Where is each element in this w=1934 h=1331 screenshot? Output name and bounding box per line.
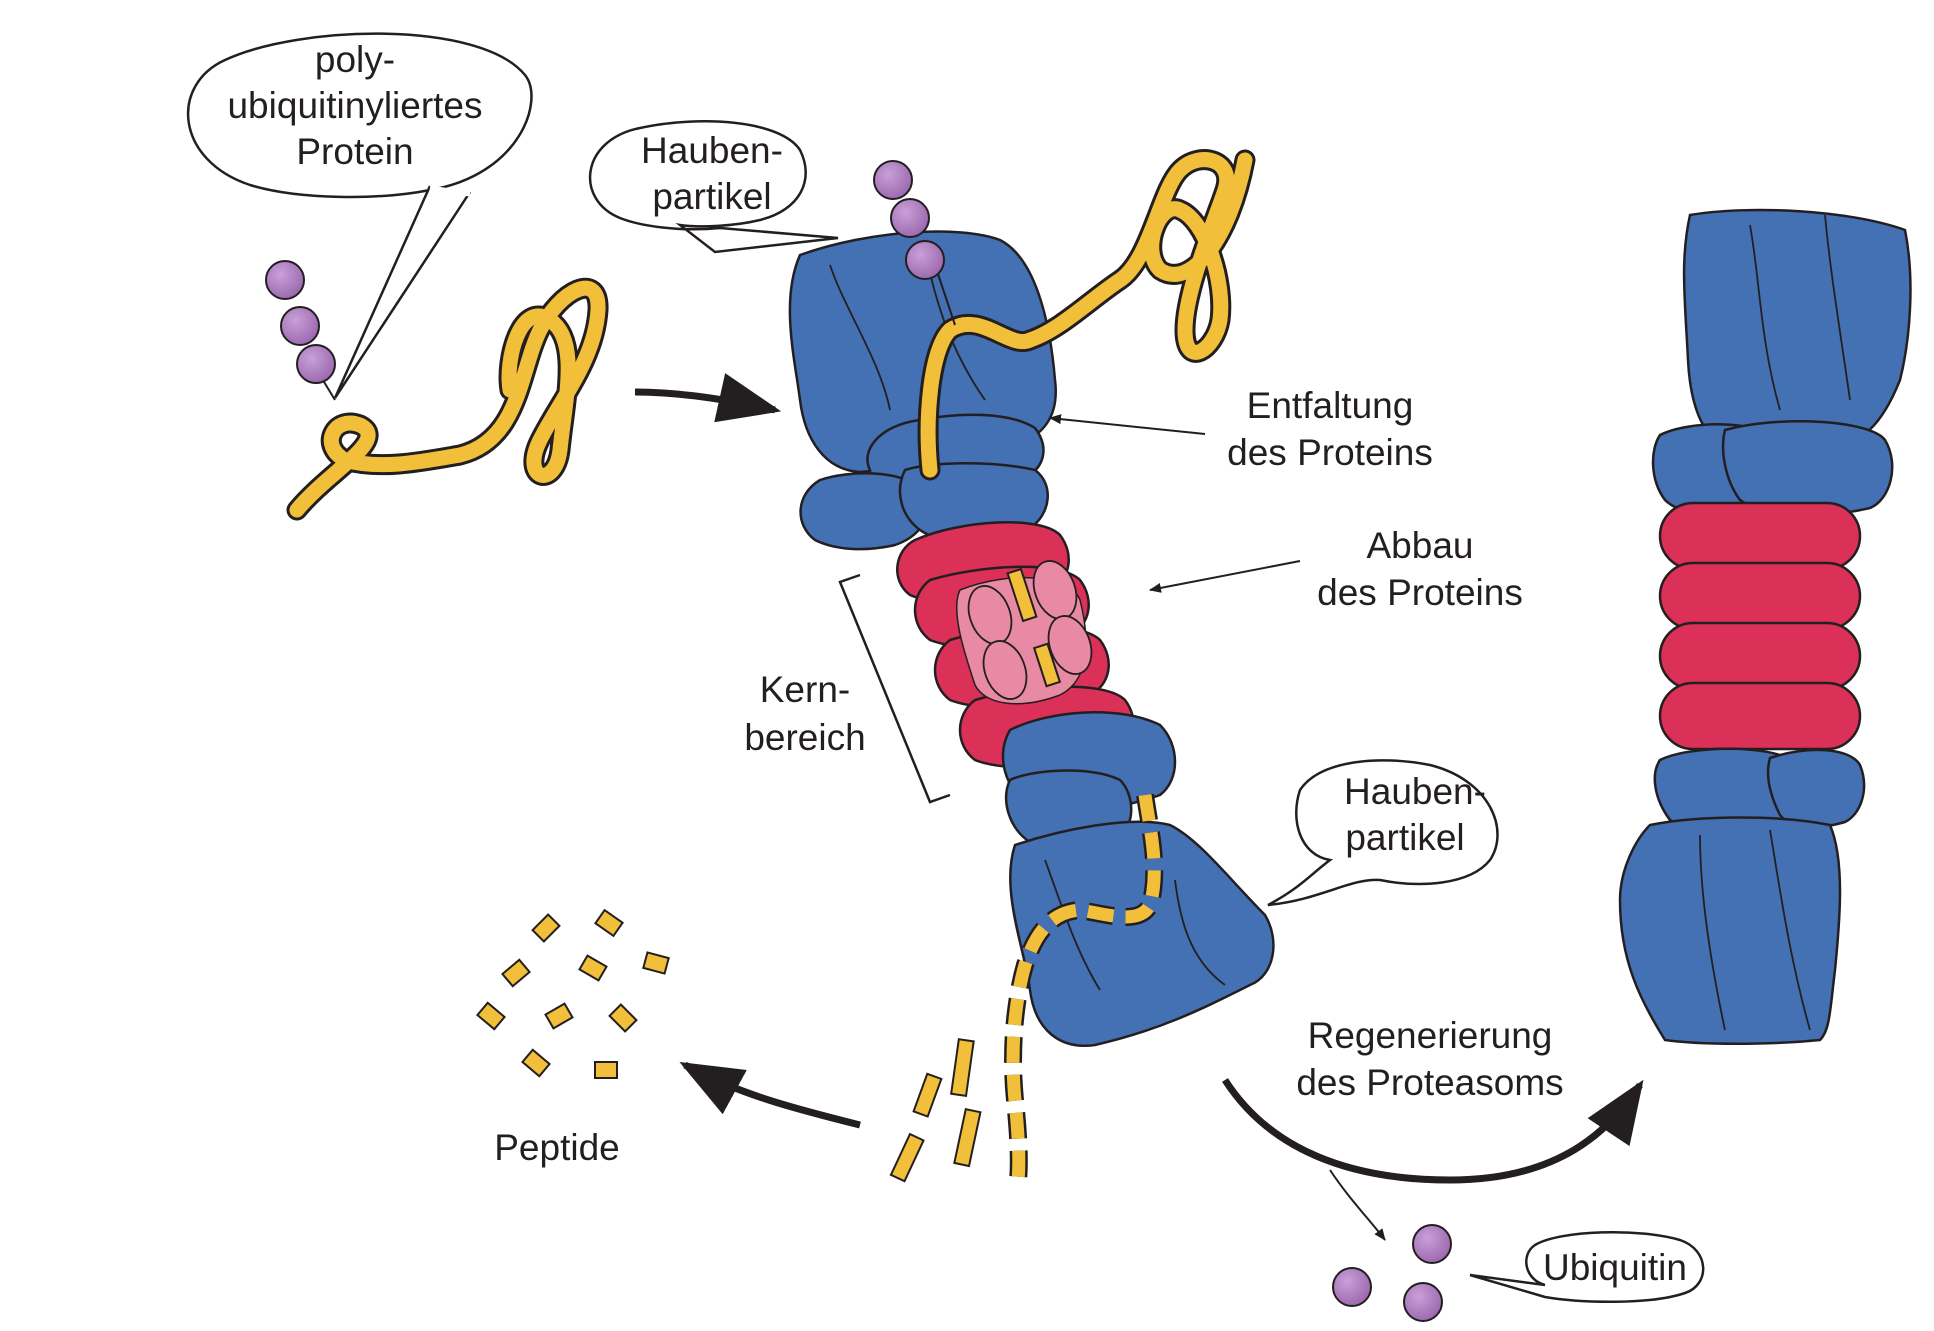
callout-polyubiquitinated-protein: poly- ubiquitinyliertes Protein [186,32,533,399]
proteasome-regenerated [1618,208,1912,1045]
arrow-degradation [1149,560,1301,593]
label-regeneration-line1: Regenerierung [1308,1015,1553,1056]
label-poly-line2: ubiquitinyliertes [227,85,482,126]
peptide-fragments [476,908,670,1079]
arrow-protein-to-proteasome [634,373,782,423]
label-core-region-line1: Kern- [760,669,850,710]
label-unfolding-line1: Entfaltung [1247,385,1414,426]
cap-particle-bottom [1009,820,1275,1047]
callout-ubiquitin: Ubiquitin [1469,1230,1705,1303]
label-poly-line3: Protein [296,131,413,172]
label-ubiquitin: Ubiquitin [1543,1247,1687,1288]
arrow-unfolding [1049,414,1206,435]
label-degradation-line2: des Proteins [1317,572,1523,613]
label-unfolding-line2: des Proteins [1227,432,1433,473]
label-poly-line1: poly- [315,39,395,80]
callout-cap-particle-bottom: Hauben- partikel [1267,759,1499,907]
core-ring-right-1 [1658,501,1862,571]
core-ring-right-4 [1658,681,1862,751]
label-cap-bottom-line1: Hauben- [1344,771,1486,812]
label-cap-bottom-line2: partikel [1345,817,1464,858]
cap-particle-lower-right [1618,816,1842,1045]
cap-particle-upper-right [1682,208,1912,447]
exiting-peptides [889,1038,982,1183]
free-ubiquitin [1332,1224,1452,1322]
arrow-regeneration [1222,1078,1644,1184]
protein-in-proteasome [873,149,1256,1181]
label-core-region-line2: bereich [744,717,865,758]
label-degradation-line1: Abbau [1367,525,1474,566]
core-ring-right-2 [1658,561,1862,631]
arrow-to-peptides [679,1061,861,1129]
callout-cap-particle-top: Hauben- partikel [588,120,839,254]
core-ring-right-3 [1658,621,1862,691]
polyubiquitinated-protein [265,260,609,521]
label-peptides: Peptide [494,1127,620,1168]
label-cap-top-line1: Hauben- [641,130,783,171]
arrow-to-ubiquitin [1329,1169,1386,1241]
core-region-bracket [838,573,951,804]
label-cap-top-line2: partikel [652,176,771,217]
proteasome-active [788,230,1275,1047]
label-regeneration-line2: des Proteasoms [1296,1062,1563,1103]
